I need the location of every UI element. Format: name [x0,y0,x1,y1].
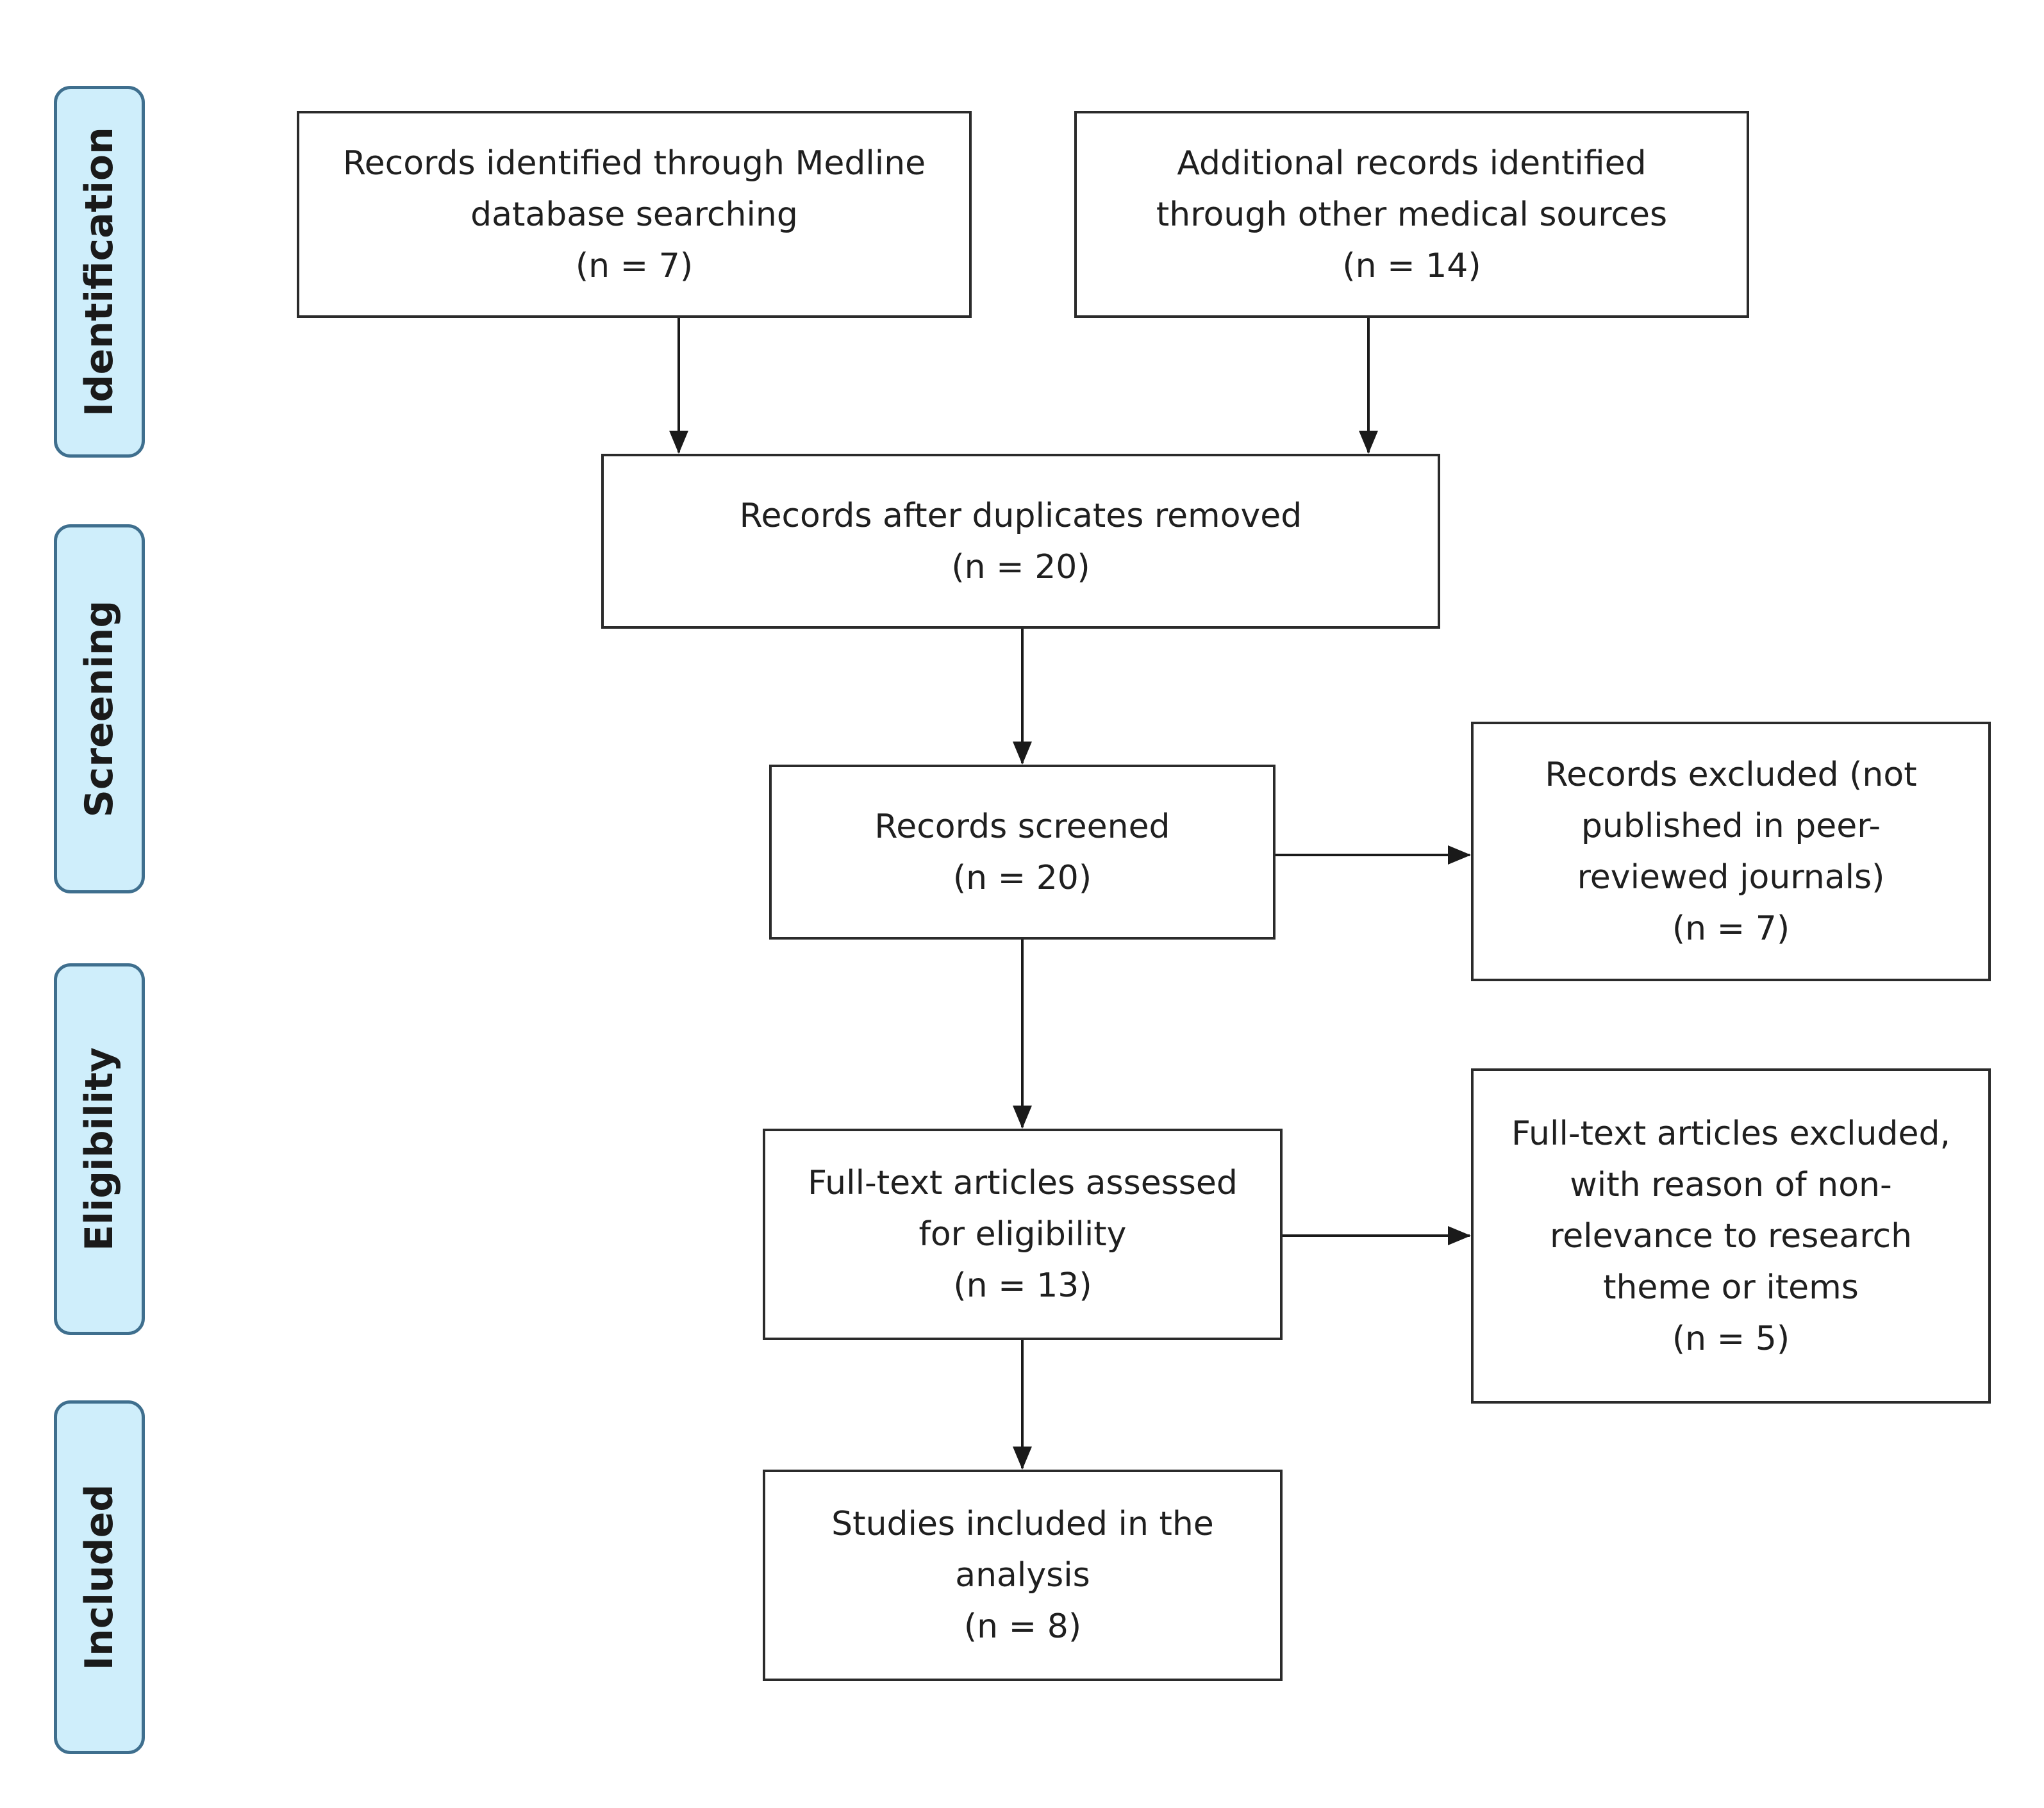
box-excluded-count: (n = 7) [1672,909,1790,948]
box-fulltext-excluded-line3: relevance to research [1549,1216,1913,1256]
box-medline-line1: Records identified through Medline [342,144,926,183]
box-duplicates-count: (n = 20) [951,547,1090,586]
box-medline-records: Records identified through Medline datab… [297,111,972,318]
box-fulltext-excluded-count: (n = 5) [1672,1319,1790,1358]
box-fulltext-excluded-line1: Full-text articles excluded, [1511,1114,1951,1153]
box-fulltext-assessed-count: (n = 13) [953,1266,1092,1305]
phase-screening: Screening [54,524,145,893]
box-medline-line2: database searching [470,195,798,234]
box-included-line2: analysis [955,1556,1090,1595]
box-fulltext-excluded-line2: with reason of non- [1570,1165,1892,1204]
box-duplicates-removed: Records after duplicates removed (n = 20… [601,454,1440,629]
box-screened-line1: Records screened [874,807,1170,846]
box-duplicates-line1: Records after duplicates removed [739,496,1302,535]
box-medline-count: (n = 7) [575,246,694,285]
box-screened-count: (n = 20) [952,858,1092,897]
box-fulltext-excluded-line4: theme or items [1603,1268,1859,1307]
box-excluded-line2: published in peer- [1581,806,1881,845]
box-excluded-line1: Records excluded (not [1545,755,1917,794]
box-fulltext-assessed-line1: Full-text articles assessed [808,1164,1238,1202]
box-fulltext-assessed-line2: for eligibility [918,1215,1127,1254]
box-fulltext-excluded: Full-text articles excluded, with reason… [1471,1068,1991,1404]
box-included-studies: Studies included in the analysis (n = 8) [763,1470,1283,1681]
phase-identification: Identification [54,86,145,458]
box-included-line1: Studies included in the [831,1505,1214,1543]
box-other-sources-count: (n = 14) [1342,246,1481,285]
phase-included: Included [54,1400,145,1754]
box-records-excluded: Records excluded (not published in peer-… [1471,722,1991,981]
box-other-sources-line2: through other medical sources [1156,195,1668,234]
box-records-screened: Records screened (n = 20) [769,765,1275,940]
box-fulltext-assessed: Full-text articles assessed for eligibil… [763,1129,1283,1340]
phase-eligibility: Eligibility [54,963,145,1335]
box-excluded-line3: reviewed journals) [1577,858,1885,897]
box-included-count: (n = 8) [963,1607,1082,1646]
box-other-sources: Additional records identified through ot… [1074,111,1749,318]
box-other-sources-line1: Additional records identified [1177,144,1647,183]
